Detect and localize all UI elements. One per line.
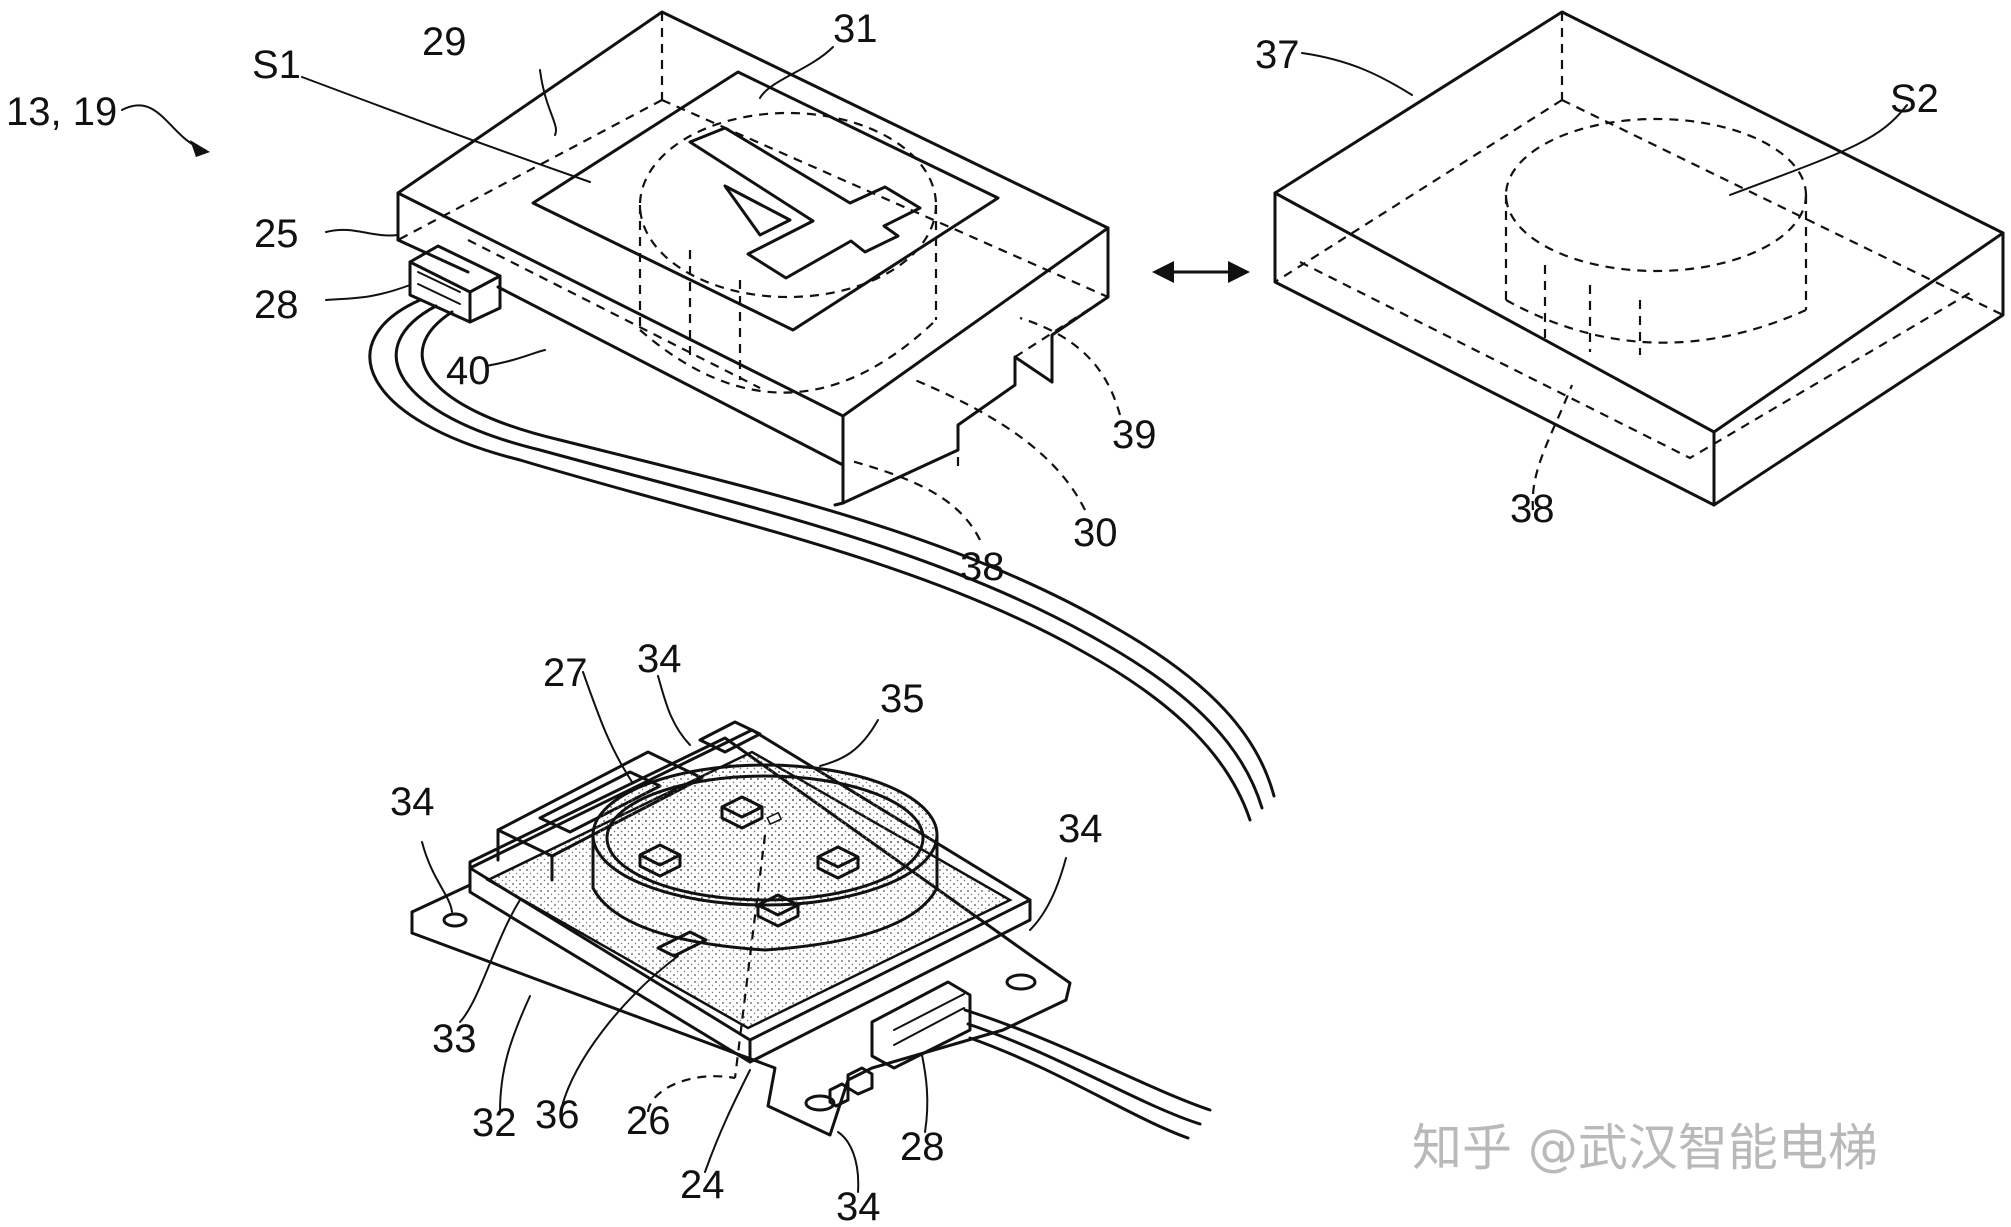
label-37: 37 [1255, 33, 1300, 77]
label-40: 40 [446, 349, 491, 393]
led-chips [638, 795, 860, 928]
label-27: 27 [543, 651, 588, 695]
label-24: 24 [680, 1163, 725, 1207]
label-38-left: 38 [960, 545, 1005, 589]
label-assembly: 13, 19 [6, 90, 117, 134]
label-33: 33 [432, 1017, 477, 1061]
cover-block-s2 [1273, 10, 2005, 507]
label-29: 29 [422, 20, 467, 64]
label-31: 31 [833, 7, 878, 51]
label-34-left: 34 [390, 780, 435, 824]
label-38-right: 38 [1510, 487, 1555, 531]
label-34-top: 34 [637, 637, 682, 681]
reference-labels: 13, 19 S1 29 31 25 28 40 39 30 38 37 S2 … [6, 7, 1939, 1227]
label-s2: S2 [1890, 77, 1939, 121]
watermark-text: 知乎 @武汉智能电梯 [1412, 1119, 1878, 1177]
label-28-bottom: 28 [900, 1125, 945, 1169]
label-32: 32 [472, 1101, 517, 1145]
cover-block-s1: 4 [368, 10, 1276, 822]
label-s1: S1 [252, 43, 301, 87]
label-34-bottom: 34 [836, 1185, 881, 1227]
digit-four-symbol [688, 126, 922, 280]
cable-top [368, 298, 1276, 822]
label-35: 35 [880, 677, 925, 721]
label-30: 30 [1073, 511, 1118, 555]
label-34-right: 34 [1058, 807, 1103, 851]
label-28-top: 28 [254, 283, 299, 327]
base-module [410, 720, 1212, 1140]
leader-lines [121, 46, 1908, 1193]
label-25: 25 [254, 212, 299, 256]
connector-28-top [408, 244, 502, 324]
label-39: 39 [1112, 413, 1157, 457]
label-26: 26 [626, 1099, 671, 1143]
display-plate [531, 70, 1000, 332]
double-headed-arrow [1152, 261, 1250, 283]
label-36: 36 [535, 1093, 580, 1137]
